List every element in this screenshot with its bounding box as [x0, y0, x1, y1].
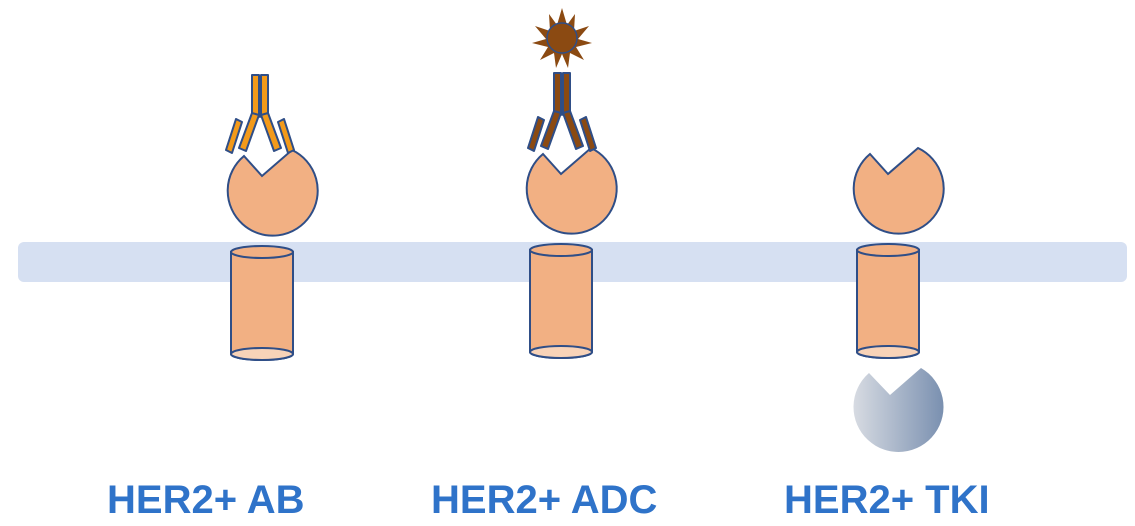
label-her2-ab: HER2+ AB — [107, 478, 304, 522]
y-antibody-icon — [528, 73, 596, 151]
sunburst-payload-icon — [532, 8, 592, 68]
label-her2-tki: HER2+ TKI — [784, 478, 990, 522]
pacman-inhibitor-icon — [854, 368, 944, 452]
label-her2-adc: HER2+ ADC — [431, 478, 657, 522]
y-antibody-icon — [226, 75, 294, 153]
